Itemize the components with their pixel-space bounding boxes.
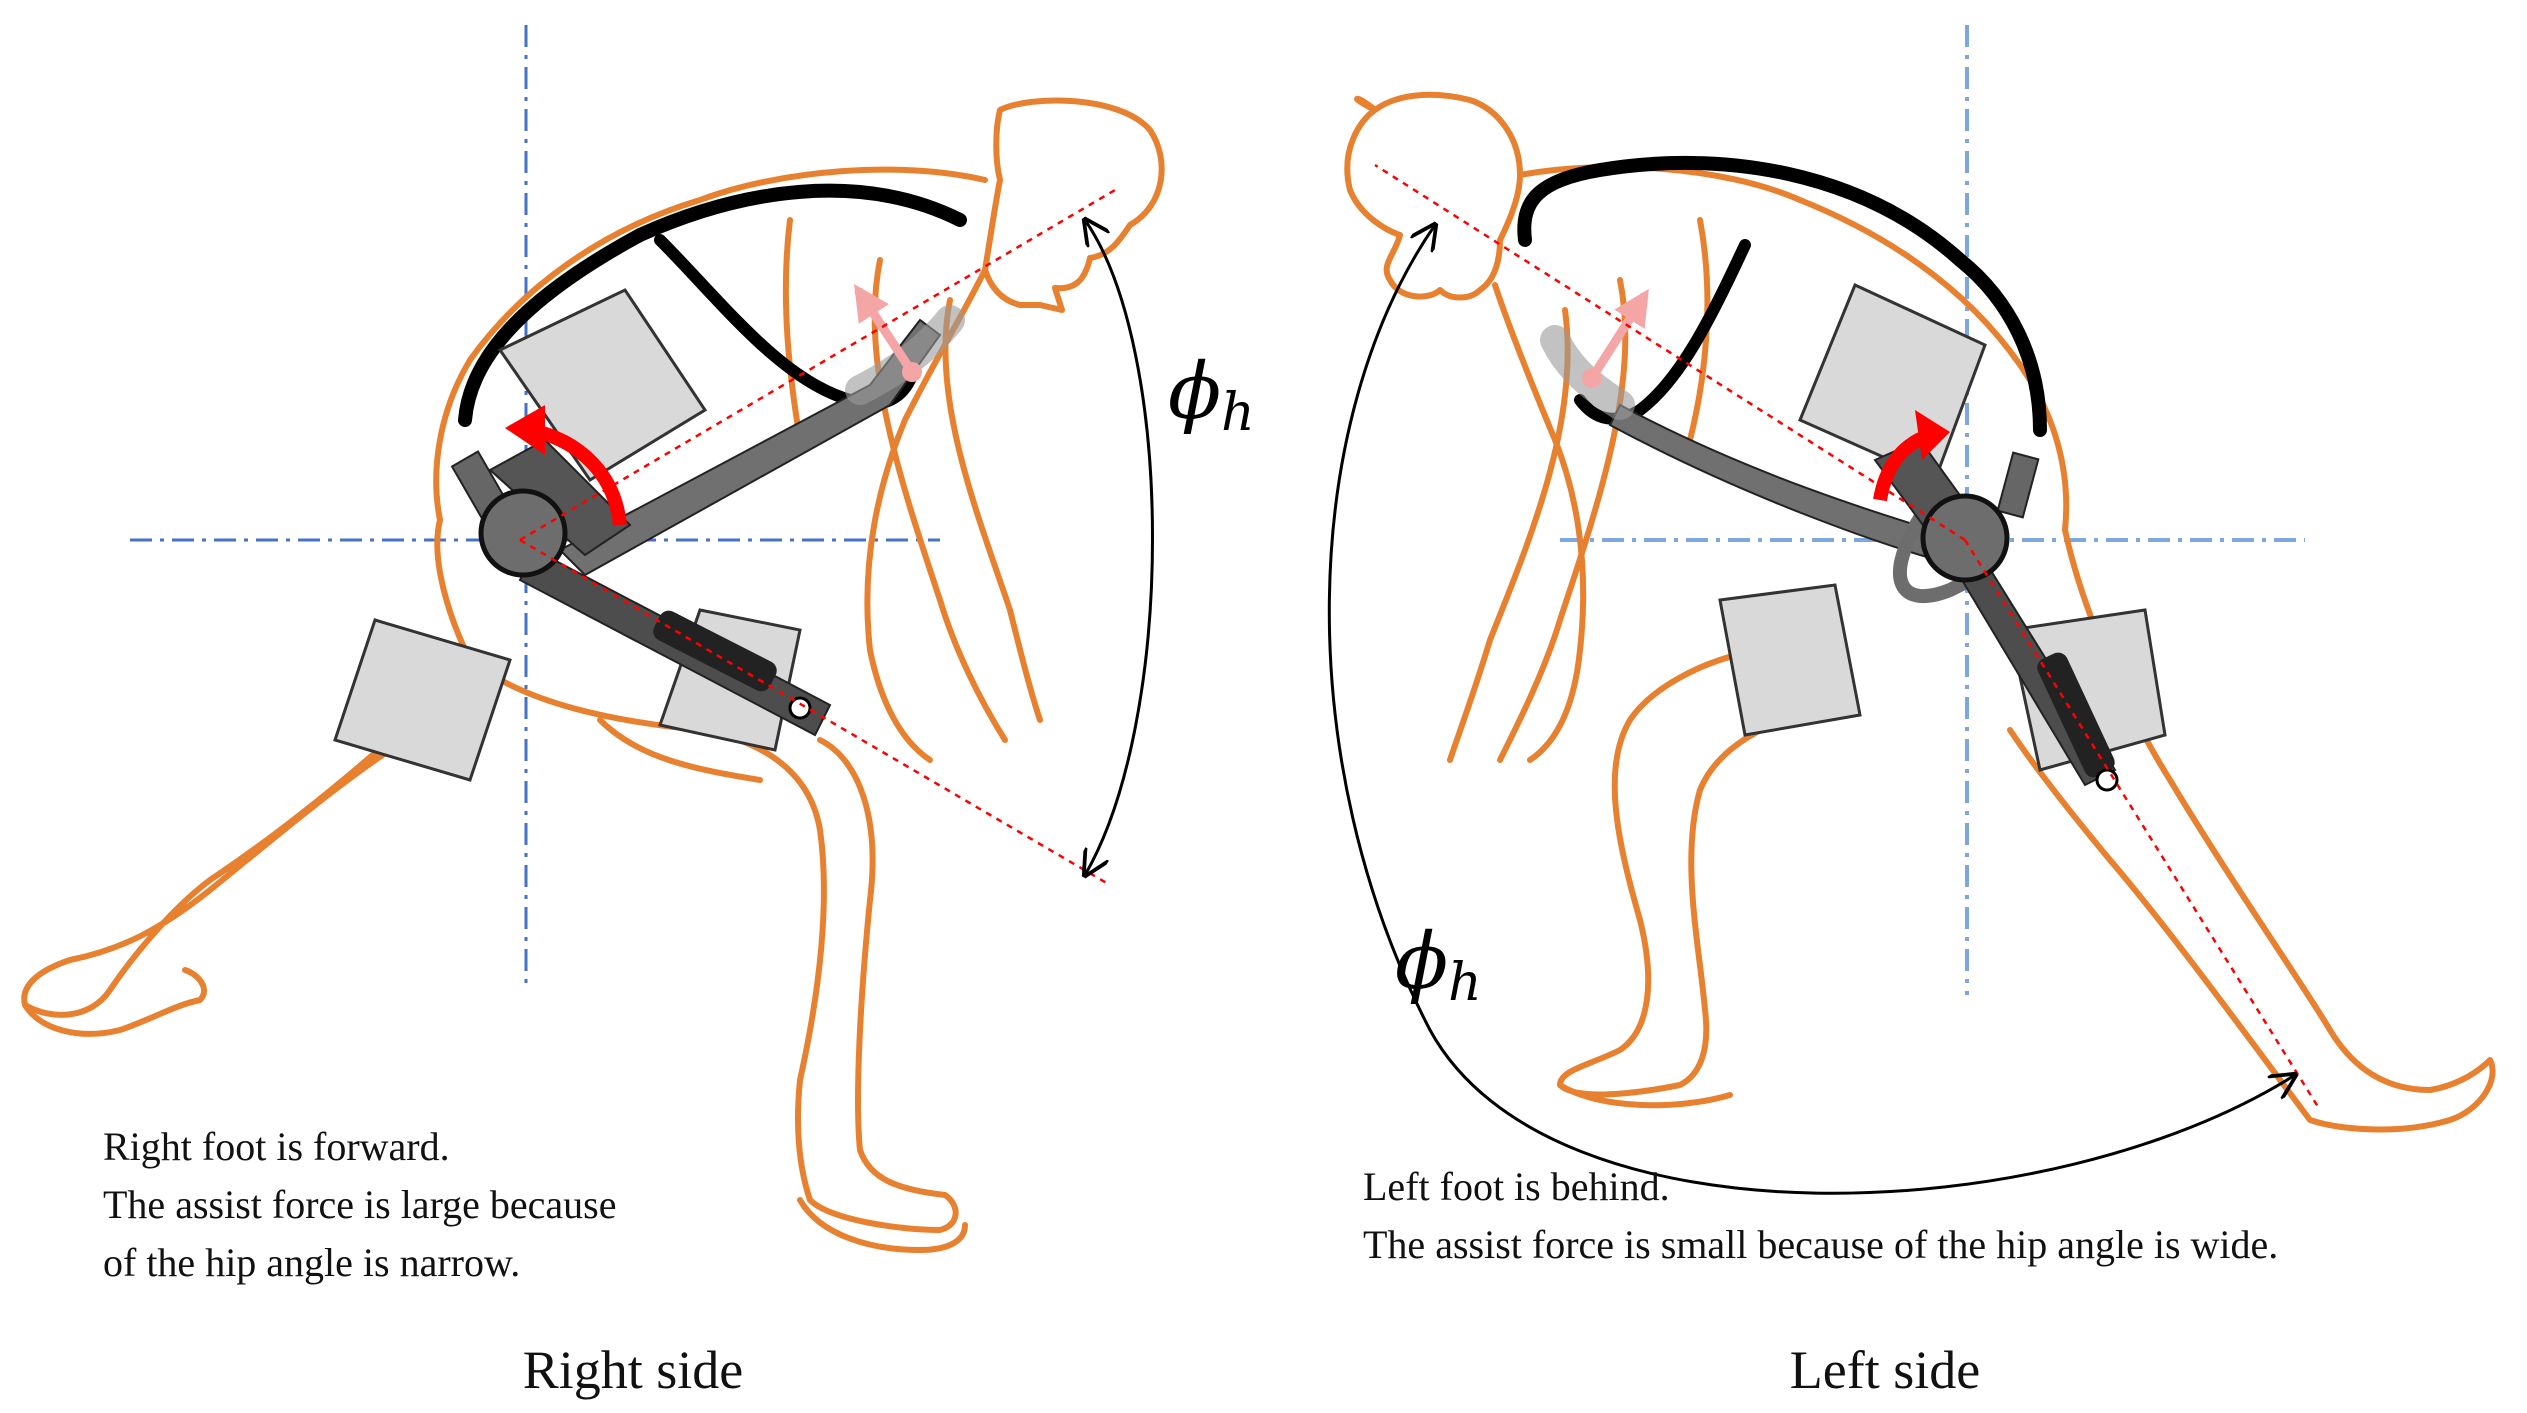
left-side-note-1: Left foot is behind.: [1363, 1164, 1670, 1209]
hip-angle-arc: [1327, 225, 2295, 1195]
actuator-cylinder: [653, 610, 777, 692]
hip-angle-arc: [1085, 220, 1154, 875]
lift-force-origin: [1582, 368, 1602, 388]
back-pad: [1798, 282, 1987, 483]
knee-joint-pin: [2095, 768, 2119, 792]
lift-force-arrow: [854, 283, 916, 375]
hip-joint-motor: [478, 488, 568, 578]
human-body-outline: [21, 97, 1165, 1253]
right-side-title: Right side: [523, 1340, 744, 1400]
knee-joint-pin: [788, 696, 812, 720]
assist-torque-arrowhead: [505, 405, 545, 455]
right-side-note-1: Right foot is forward.: [103, 1124, 450, 1169]
human-body-outline: [1344, 91, 2496, 1133]
lift-force-origin: [902, 362, 922, 382]
left-side-title: Left side: [1790, 1340, 1980, 1400]
thigh-reference-line: [519, 538, 1111, 887]
right-side-note-2: The assist force is large because: [103, 1182, 617, 1227]
left-side-panel: ϕh Left foot is behind. The assist force…: [1327, 25, 2496, 1400]
rear-thigh-pad: [333, 618, 512, 782]
chest-frame-arm: [845, 305, 965, 405]
right-side-note-3: of the hip angle is narrow.: [103, 1240, 520, 1285]
left-side-note-2: The assist force is small because of the…: [1363, 1222, 2278, 1267]
hip-angle-label: ϕh: [1168, 347, 1255, 443]
hip-bracket: [1996, 451, 2040, 519]
right-side-panel: ϕh Right foot is forward. The assist for…: [21, 25, 1255, 1400]
hip-joint-motor: [1920, 493, 2010, 583]
shoulder-harness: [458, 183, 967, 427]
front-thigh-pad: [1718, 583, 1862, 737]
hip-angle-label: ϕh: [1395, 917, 1482, 1013]
assist-torque-arrow: [528, 423, 627, 526]
